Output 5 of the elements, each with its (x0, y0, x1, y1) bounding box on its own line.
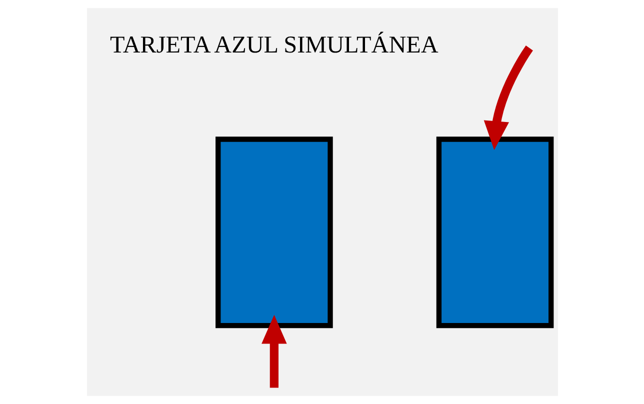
arrow (261, 314, 286, 388)
node-box (215, 136, 332, 328)
arrow (483, 46, 532, 150)
node-box (436, 136, 554, 328)
label: TARJETA AZUL SIMULTÁNEA (110, 31, 438, 58)
